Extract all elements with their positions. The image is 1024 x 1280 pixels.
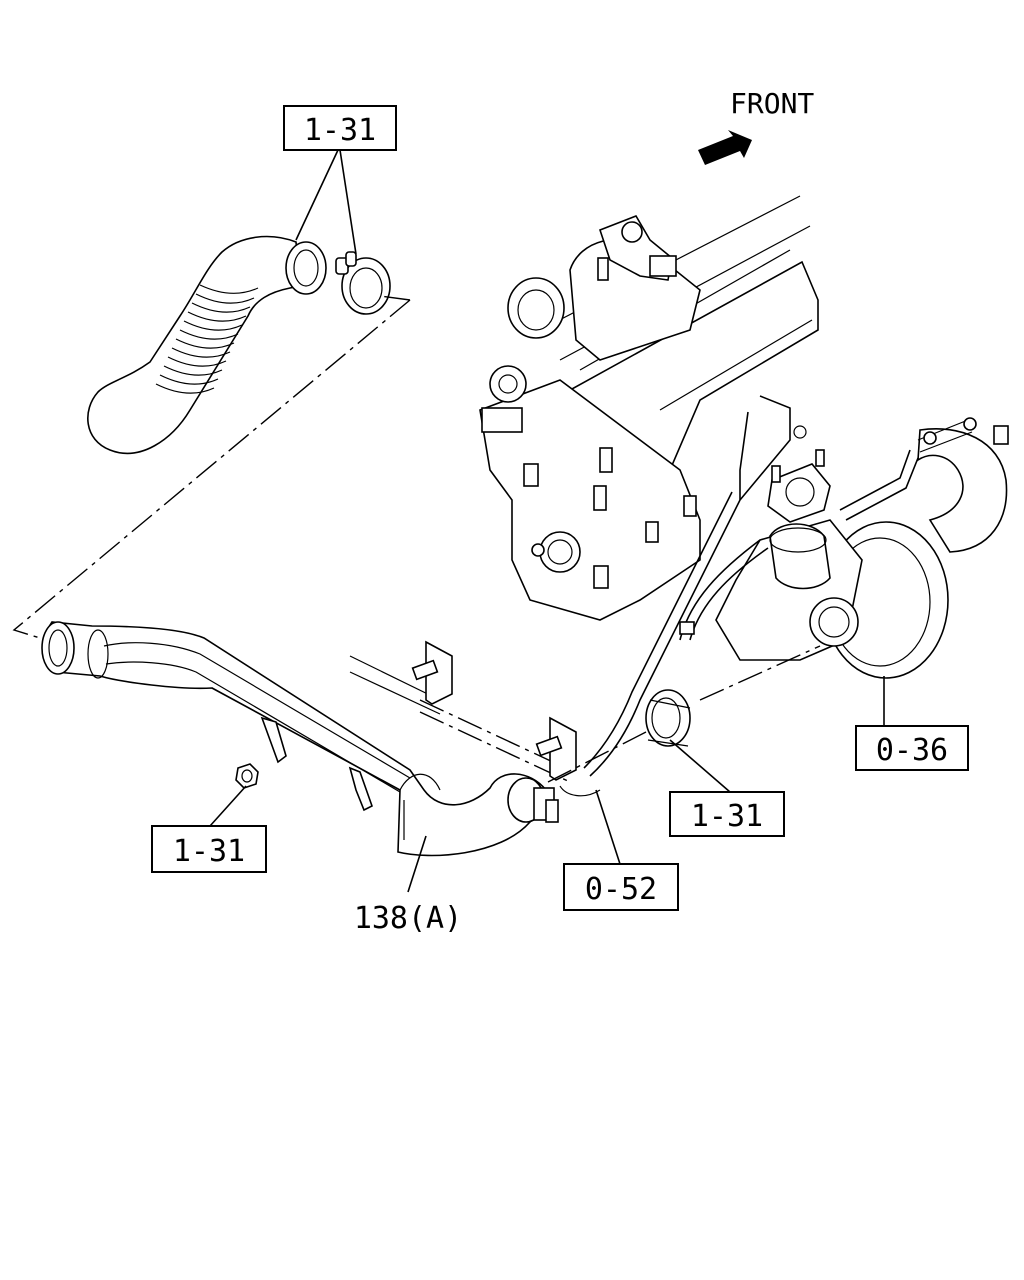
callout-turbo[interactable]: 0-36 (855, 725, 969, 771)
callout-nut[interactable]: 1-31 (151, 825, 267, 873)
callout-nut-label: 1-31 (173, 834, 245, 869)
front-label: FRONT (730, 87, 814, 120)
front-arrow-icon (698, 130, 752, 165)
turbocharger (679, 417, 1009, 679)
callout-top-hose-label: 1-31 (304, 113, 376, 148)
nut (235, 763, 259, 789)
callout-top-hose[interactable]: 1-31 (283, 105, 397, 151)
engine-block (479, 195, 819, 621)
callout-bracket[interactable]: 0-52 (563, 863, 679, 911)
callout-bracket-label: 0-52 (585, 872, 657, 907)
assembly-lines (12, 295, 821, 783)
front-indicator: FRONT (698, 87, 814, 165)
seal-ring (645, 689, 691, 747)
intake-pipe (41, 621, 559, 857)
frame-rails (349, 640, 577, 783)
callout-pipe[interactable]: 138(A) (354, 901, 462, 936)
callout-seal-label: 1-31 (691, 799, 763, 834)
top-hose (87, 235, 391, 455)
leader-lines (209, 149, 885, 893)
callout-pipe-label: 138(A) (354, 901, 462, 936)
callout-turbo-label: 0-36 (876, 733, 948, 768)
callout-seal[interactable]: 1-31 (669, 791, 785, 837)
